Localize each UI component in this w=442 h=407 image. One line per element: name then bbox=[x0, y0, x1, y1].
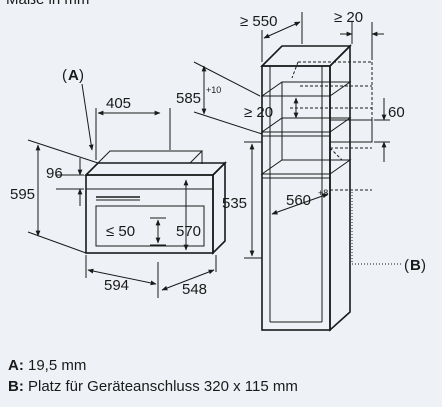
legend-a: A: 19,5 mm bbox=[8, 357, 86, 374]
legend-a-key: A: bbox=[8, 357, 24, 374]
cabinet-dimensions: ≥ 550 ≥ 20 585 +10 ≥ 20 60 535 560 +8 ( bbox=[176, 9, 426, 274]
legend-b-key: B: bbox=[8, 378, 24, 395]
oven-drawing bbox=[84, 150, 227, 255]
header-fragment: Maße in mm bbox=[6, 0, 89, 8]
label-a-close: ) bbox=[79, 67, 84, 84]
cabinet-drawing bbox=[260, 44, 402, 332]
label-b: B bbox=[410, 257, 421, 274]
label-a-open: ( bbox=[62, 67, 67, 84]
dim-535: 535 bbox=[222, 195, 247, 212]
dim-548: 548 bbox=[182, 281, 207, 298]
dim-585-tol: +10 bbox=[206, 85, 221, 95]
dim-560-tol: +8 bbox=[318, 188, 328, 198]
legend-b: B: Platz für Geräteanschluss 320 x 115 m… bbox=[8, 378, 298, 395]
label-b-close: ) bbox=[421, 257, 426, 274]
dim-570: 570 bbox=[176, 223, 201, 240]
dim-min-20-shelf: ≥ 20 bbox=[244, 104, 273, 121]
dim-min-20-top: ≥ 20 bbox=[334, 9, 363, 26]
legend-b-text: Platz für Geräteanschluss 320 x 115 mm bbox=[28, 378, 298, 395]
label-b-open: ( bbox=[404, 257, 409, 274]
dim-96: 96 bbox=[46, 165, 63, 182]
dim-max-50: ≤ 50 bbox=[106, 223, 135, 240]
oven-dimensions: ( A ) 405 96 595 ≤ 50 570 594 bbox=[10, 67, 217, 298]
label-a: A bbox=[68, 67, 79, 84]
dim-560: 560 bbox=[286, 192, 311, 209]
dim-min-550: ≥ 550 bbox=[240, 13, 277, 30]
dim-594: 594 bbox=[104, 277, 129, 294]
dim-585: 585 bbox=[176, 90, 201, 107]
dim-405: 405 bbox=[106, 95, 131, 112]
legend-a-text: 19,5 mm bbox=[28, 357, 87, 374]
dim-60: 60 bbox=[388, 104, 405, 121]
dim-595: 595 bbox=[10, 186, 35, 203]
